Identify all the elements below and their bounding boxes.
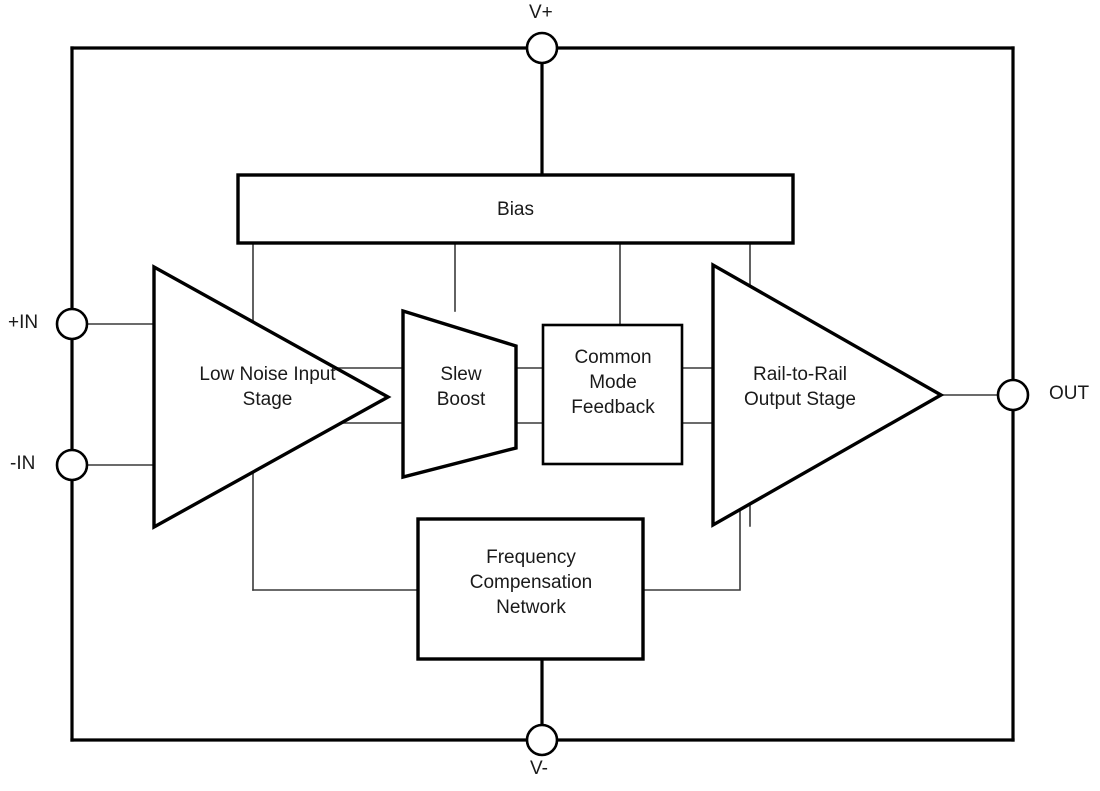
pin-label-minus-in: -IN [10, 453, 36, 474]
node-v-minus[interactable] [525, 723, 559, 757]
pin-label-out: OUT [1049, 383, 1090, 404]
block-slew-boost[interactable] [401, 308, 518, 480]
block-common-mode-feedback[interactable] [541, 323, 684, 466]
block-bias[interactable] [236, 173, 795, 245]
node-v-plus[interactable] [525, 31, 559, 65]
node-minus-in[interactable] [55, 448, 89, 482]
pin-label-plus-in: +IN [8, 312, 39, 333]
pin-label-v-plus: V+ [529, 2, 553, 23]
block-low-noise-input-stage[interactable] [152, 264, 392, 530]
block-frequency-compensation-network[interactable] [416, 517, 645, 661]
node-plus-in[interactable] [55, 307, 89, 341]
block-rail-to-rail-output-stage[interactable] [711, 262, 945, 528]
node-out[interactable] [996, 378, 1030, 412]
pin-label-v-minus: V- [530, 758, 548, 779]
